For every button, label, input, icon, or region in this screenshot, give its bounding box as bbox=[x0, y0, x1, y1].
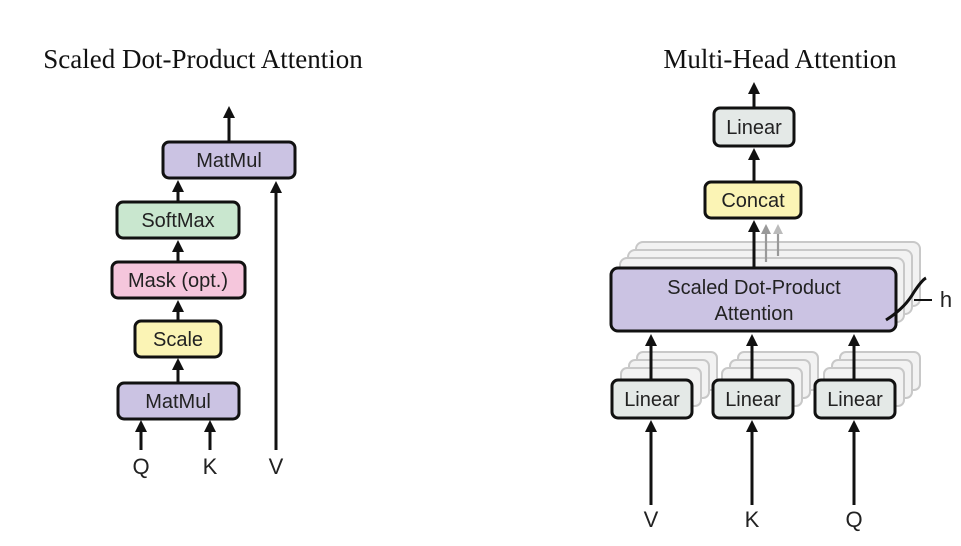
left-title: Scaled Dot-Product Attention bbox=[43, 44, 363, 74]
left-mask-box: Mask (opt.) bbox=[110, 260, 247, 300]
left-scale-box: Scale bbox=[133, 319, 223, 359]
right-linear-top-box: Linear bbox=[712, 106, 796, 148]
right-linear-v-box: Linear bbox=[610, 378, 694, 420]
linear-v-label: Linear bbox=[624, 389, 680, 411]
matmul-top-label: MatMul bbox=[196, 150, 262, 172]
right-arrows bbox=[645, 82, 860, 505]
right-input-q: Q bbox=[845, 507, 862, 532]
linear-k-label: Linear bbox=[725, 389, 781, 411]
scale-label: Scale bbox=[153, 329, 203, 351]
linear-q-label: Linear bbox=[827, 389, 883, 411]
linear-top-label: Linear bbox=[726, 117, 782, 139]
left-matmul-bottom-box: MatMul bbox=[116, 381, 241, 421]
attention-label-line2: Attention bbox=[715, 303, 794, 325]
left-arrows bbox=[135, 106, 282, 450]
left-input-k: K bbox=[203, 454, 218, 479]
right-linear-q-box: Linear bbox=[813, 378, 897, 420]
right-title: Multi-Head Attention bbox=[663, 44, 897, 74]
left-matmul-top-box: MatMul bbox=[161, 140, 297, 180]
right-attention-box: Scaled Dot-Product Attention bbox=[609, 266, 898, 333]
right-input-k: K bbox=[745, 507, 760, 532]
heads-bracket: h bbox=[885, 276, 952, 322]
right-input-v: V bbox=[644, 507, 659, 532]
softmax-label: SoftMax bbox=[141, 210, 214, 232]
left-softmax-box: SoftMax bbox=[115, 200, 241, 240]
output-arrowhead bbox=[223, 106, 235, 118]
mask-label: Mask (opt.) bbox=[128, 270, 228, 292]
left-input-q: Q bbox=[132, 454, 149, 479]
attention-label-line1: Scaled Dot-Product bbox=[667, 277, 841, 299]
right-concat-box: Concat bbox=[703, 180, 803, 220]
right-linear-k-box: Linear bbox=[711, 378, 795, 420]
matmul-bottom-label: MatMul bbox=[145, 391, 211, 413]
heads-label: h bbox=[940, 287, 952, 312]
concat-label: Concat bbox=[721, 190, 785, 212]
left-input-v: V bbox=[269, 454, 284, 479]
